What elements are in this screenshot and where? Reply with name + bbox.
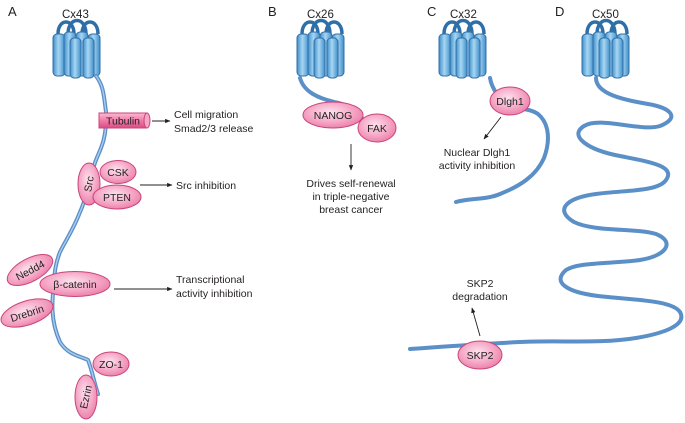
nanog-label: NANOG: [314, 110, 353, 122]
fak-label: FAK: [367, 123, 387, 135]
fak-partner: [357, 113, 397, 143]
nanog-partner: [302, 101, 364, 129]
cx26-effect-line1: Drives self-renewal: [306, 178, 395, 190]
catenin-effect-line2: activity inhibition: [176, 288, 253, 300]
pten-label: PTEN: [103, 192, 131, 204]
cx26-label: Cx26: [307, 9, 334, 21]
cx50-long-tail: [408, 76, 684, 351]
src-label: Src: [82, 175, 97, 193]
cx50-label: Cx50: [592, 9, 619, 21]
ezrin-partner: [74, 374, 98, 420]
skp2-effect-line1: SKP2: [467, 278, 494, 290]
panel-c-letter: C: [427, 4, 436, 19]
cx43-label: Cx43: [62, 9, 89, 21]
dlgh1-effect-line2: activity inhibition: [439, 160, 516, 172]
cx32-channel: [437, 18, 488, 80]
panel-b-letter: B: [268, 4, 277, 19]
nedd4-partner: [6, 253, 54, 287]
ezrin-label: Ezrin: [78, 384, 95, 410]
skp2-effect-line2: degradation: [452, 291, 508, 303]
cx26-effect-line3: breast cancer: [319, 204, 383, 216]
cx50-channel: [580, 18, 631, 80]
beta-catenin-partner: [39, 271, 111, 297]
cx26-channel: [295, 18, 346, 80]
drebrin-partner: [0, 298, 54, 328]
skp2-partner: [457, 340, 503, 370]
cx43-channel: [51, 18, 102, 80]
csk-partner: [99, 160, 137, 184]
catenin-effect-line1: Transcriptional: [176, 274, 244, 286]
src-effect: Src inhibition: [176, 180, 236, 192]
skp2-label: SKP2: [467, 350, 494, 362]
dlgh1-label: Dlgh1: [496, 96, 524, 108]
zo1-partner: [92, 351, 130, 377]
dlgh1-arrow: [483, 116, 502, 140]
cx43-c-terminal-tail: [50, 74, 108, 396]
panel-a-letter: A: [8, 4, 17, 19]
cx26-effect-line2: in triple-negative: [312, 191, 389, 203]
skp2-arrow: [471, 307, 481, 337]
cx32-label: Cx32: [450, 9, 477, 21]
csk-label: CSK: [107, 167, 129, 179]
beta-catenin-label: β-catenin: [53, 279, 97, 291]
zo1-label: ZO-1: [99, 359, 123, 371]
tubulin-effect-line2: Smad2/3 release: [174, 123, 254, 135]
panel-d-letter: D: [555, 4, 564, 19]
dlgh1-effect-line1: Nuclear Dlgh1: [444, 147, 511, 159]
tubulin-effect-line1: Cell migration: [174, 109, 238, 121]
tubulin-label: Tubulin: [106, 116, 140, 128]
pten-partner: [92, 184, 142, 210]
dlgh1-partner: [489, 86, 531, 116]
